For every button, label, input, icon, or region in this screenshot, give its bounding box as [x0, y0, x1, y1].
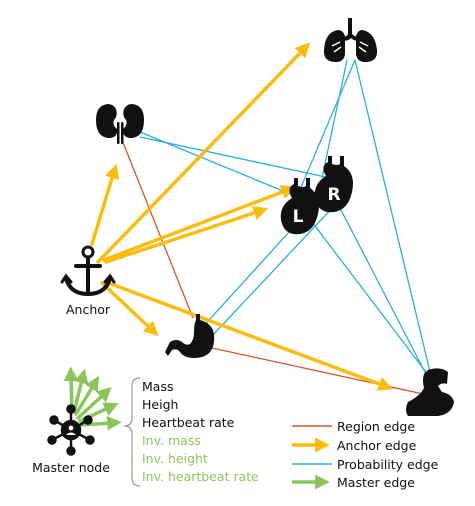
probability-edge — [199, 219, 301, 331]
anchor-label: Anchor — [66, 302, 111, 317]
attribute-height: Heigh — [142, 397, 178, 412]
master-edge — [74, 375, 100, 416]
region-edge — [211, 347, 429, 396]
heart-right-node: R — [314, 156, 353, 213]
lungs-icon — [323, 18, 378, 62]
probability-edge — [211, 204, 336, 337]
probability-edge — [139, 136, 331, 179]
legend-item-probability-edge: Probability edge — [292, 457, 439, 472]
legend-item-region-edge: Region edge — [292, 419, 415, 434]
region-edges — [121, 139, 429, 396]
probability-edges — [139, 59, 433, 381]
master-node-label: Master node — [32, 460, 110, 475]
attribute-inv-height: Inv. height — [142, 451, 208, 466]
anchor-edge-to-heart-left — [104, 205, 269, 264]
legend-label: Region edge — [337, 419, 415, 434]
heart-left-letter: L — [293, 207, 304, 227]
heart-right-letter: R — [327, 185, 340, 205]
heart-icon — [314, 156, 353, 213]
legend: Region edge Anchor edge Probability edge… — [292, 419, 439, 490]
legend-item-anchor-edge: Anchor edge — [292, 437, 417, 453]
anchor-edge-to-kidneys — [90, 163, 120, 246]
anchor-edge-to-stomach — [100, 281, 159, 337]
probability-edge — [354, 59, 433, 381]
attribute-mass: Mass — [142, 379, 173, 394]
anchor-edge-to-lungs — [96, 42, 311, 264]
master-attributes: Mass Heigh Heartbeat rate Inv. mass Inv.… — [142, 379, 259, 484]
anchor-edges — [90, 42, 394, 391]
legend-label: Probability edge — [337, 457, 439, 472]
heart-left-node: L — [280, 178, 319, 235]
stomach-icon — [165, 314, 215, 358]
network-hub-icon — [47, 404, 95, 456]
probability-edge — [339, 207, 429, 379]
anchor-icon — [60, 245, 116, 297]
attribute-inv-mass: Inv. mass — [142, 433, 201, 448]
heart-icon — [280, 178, 319, 235]
legend-label: Anchor edge — [337, 438, 417, 453]
kidneys-icon — [96, 104, 144, 144]
region-edge — [121, 139, 194, 319]
flexed-arm-icon — [406, 368, 454, 416]
master-edge — [76, 387, 112, 420]
anchor-edge-to-muscle — [104, 280, 394, 391]
legend-label: Master edge — [337, 475, 415, 490]
attribute-inv-heartbeat-rate: Inv. heartbeat rate — [142, 469, 259, 484]
master-edge — [80, 415, 122, 431]
attribute-heartbeat-rate: Heartbeat rate — [142, 415, 235, 430]
anchor-edge-to-heart-right — [102, 185, 296, 262]
legend-item-master-edge: Master edge — [292, 474, 415, 490]
probability-edge — [311, 221, 433, 381]
probability-edge — [321, 59, 348, 179]
master-edge — [72, 368, 89, 414]
attribute-bracket — [123, 377, 141, 487]
